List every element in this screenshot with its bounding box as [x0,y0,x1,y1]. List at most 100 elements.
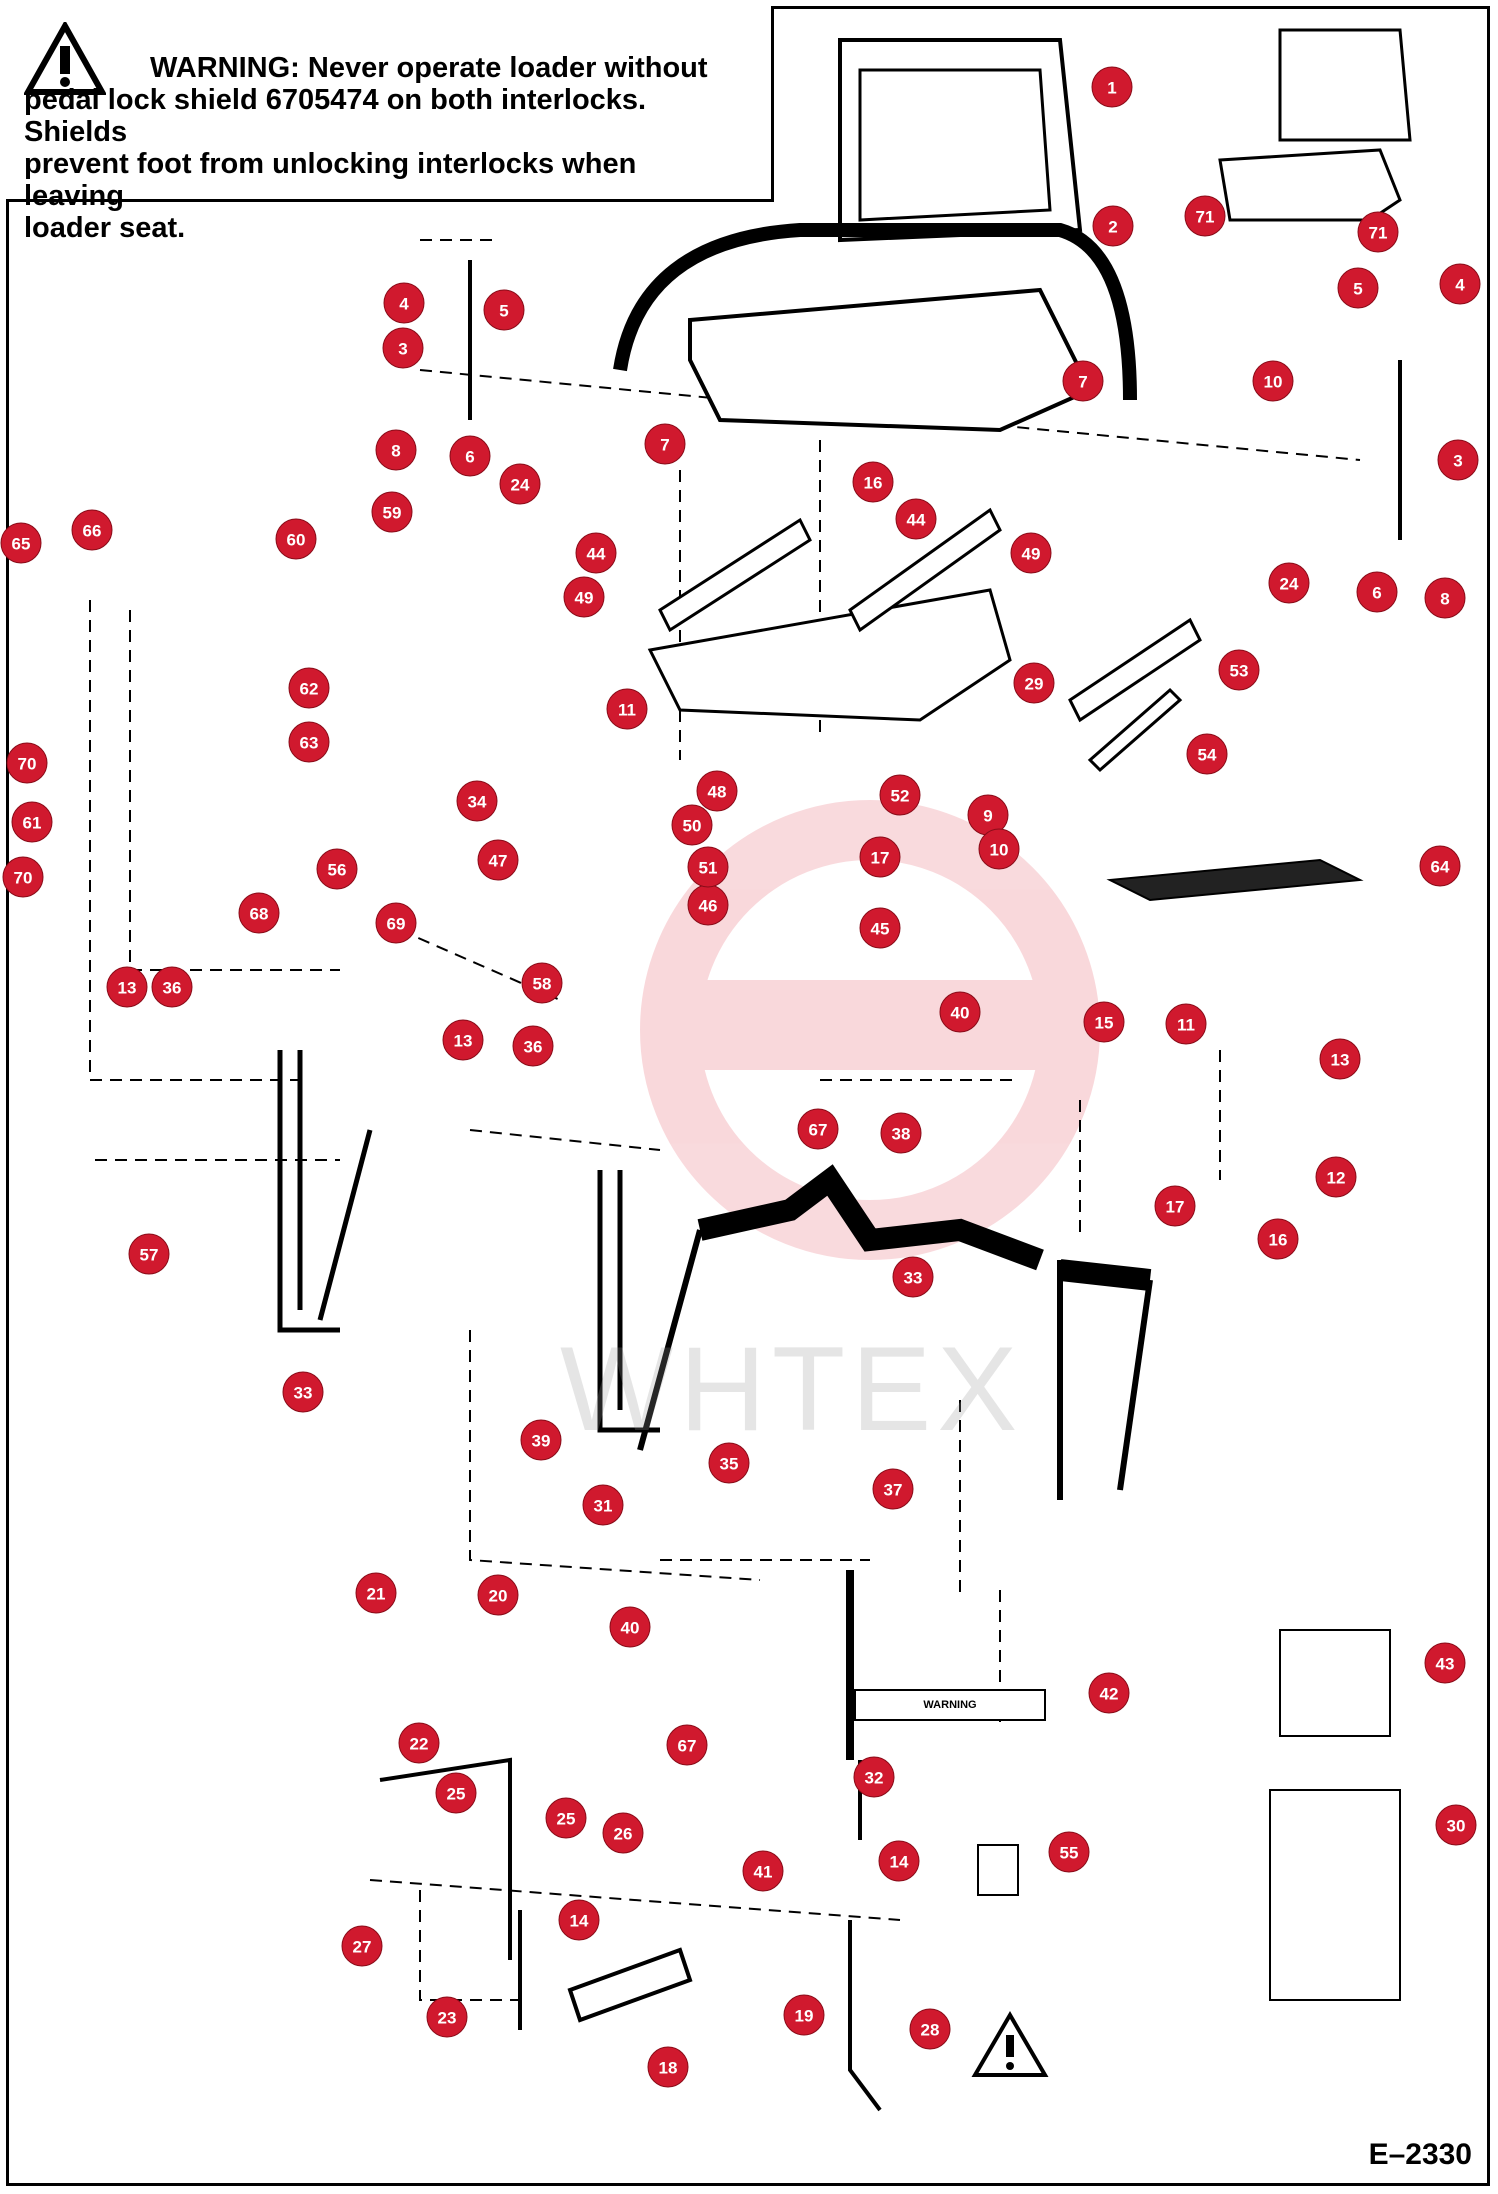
callout-29: 29 [1013,662,1055,704]
callout-label: 10 [990,841,1009,860]
callout-50: 50 [671,804,713,846]
callout-18: 18 [647,2046,689,2088]
callout-label: 25 [557,1810,576,1829]
callout-10: 10 [978,828,1020,870]
callout-11: 11 [1165,1003,1207,1045]
callout-label: 36 [163,979,182,998]
callout-label: 13 [454,1032,473,1051]
callout-label: 1 [1107,79,1116,98]
callout-14: 14 [878,1840,920,1882]
callout-23: 23 [426,1996,468,2038]
callout-label: 3 [398,340,407,359]
callout-label: 34 [468,793,487,812]
callout-label: 66 [83,522,102,541]
callout-36: 36 [512,1025,554,1067]
seat-small [1218,28,1412,222]
callout-label: 43 [1436,1655,1455,1674]
callout-label: 26 [614,1825,633,1844]
callout-16: 16 [852,461,894,503]
callout-4: 4 [383,282,425,324]
callout-28: 28 [909,2008,951,2050]
callout-label: 15 [1095,1014,1114,1033]
callout-label: 42 [1100,1685,1119,1704]
callout-label: 25 [447,1785,466,1804]
warning-heading: WARNING: [150,52,300,84]
callout-24: 24 [1268,562,1310,604]
callout-55: 55 [1048,1831,1090,1873]
callout-label: 39 [532,1432,551,1451]
callout-46: 46 [687,884,729,926]
callout-15: 15 [1083,1001,1125,1043]
callout-5: 5 [1337,267,1379,309]
callout-13: 13 [1319,1038,1361,1080]
warning-line-1: Never operate loader without [307,52,708,84]
warning-box: WARNING: Never operate loader without pe… [6,6,774,244]
callout-48: 48 [696,770,738,812]
callout-label: 69 [387,915,406,934]
callout-label: 48 [708,783,727,802]
callout-label: 50 [683,817,702,836]
callout-64: 64 [1419,845,1461,887]
decal-warning-label: WARNING [923,1699,976,1711]
callout-label: 57 [140,1246,159,1265]
callout-label: 11 [1177,1016,1195,1035]
callout-label: 62 [300,680,319,699]
callout-label: 68 [250,905,269,924]
callout-38: 38 [880,1112,922,1154]
callout-label: 52 [891,787,910,806]
callout-16: 16 [1257,1218,1299,1260]
callout-33: 33 [892,1256,934,1298]
callout-6: 6 [1356,571,1398,613]
callout-label: 44 [907,511,926,530]
callout-3: 3 [1437,439,1479,481]
callout-35: 35 [708,1442,750,1484]
callout-25: 25 [545,1797,587,1839]
callout-label: 40 [951,1004,970,1023]
callout-34: 34 [456,780,498,822]
warning-line-2: pedal lock shield 6705474 on both interl… [24,84,647,148]
callout-40: 40 [939,991,981,1033]
callout-31: 31 [582,1484,624,1526]
callout-label: 20 [489,1587,508,1606]
callout-11: 11 [606,688,648,730]
callout-label: 14 [570,1912,589,1931]
callout-label: 2 [1108,218,1117,237]
callout-label: 61 [23,814,42,833]
callout-10: 10 [1252,360,1294,402]
callout-label: 59 [383,504,402,523]
callout-label: 71 [1196,208,1215,227]
callout-7: 7 [644,423,686,465]
warning-triangle-bottom-icon [971,2011,1049,2077]
callout-39: 39 [520,1419,562,1461]
callout-14: 14 [558,1899,600,1941]
callout-label: 67 [809,1121,828,1140]
callout-label: 23 [438,2009,457,2028]
callout-45: 45 [859,907,901,949]
callout-8: 8 [1424,577,1466,619]
callout-21: 21 [355,1572,397,1614]
watermark-logo [640,800,1100,1260]
callout-label: 4 [399,295,409,314]
callout-36: 36 [151,966,193,1008]
callout-label: 54 [1198,746,1217,765]
callout-label: 28 [921,2021,940,2040]
callout-25: 25 [435,1772,477,1814]
callout-19: 19 [783,1994,825,2036]
callout-label: 51 [699,859,718,878]
callout-13: 13 [442,1019,484,1061]
callout-label: 19 [795,2007,814,2026]
callout-53: 53 [1218,649,1260,691]
callout-label: 3 [1453,452,1462,471]
callout-label: 53 [1230,662,1249,681]
callout-47: 47 [477,839,519,881]
warning-text: WARNING: Never operate loader without pe… [24,52,724,244]
callout-label: 31 [594,1497,613,1516]
callout-label: 33 [294,1384,313,1403]
callout-70: 70 [6,742,48,784]
callout-62: 62 [288,667,330,709]
callout-12: 12 [1315,1156,1357,1198]
callout-label: 70 [18,755,37,774]
callout-label: 67 [678,1737,697,1756]
callout-66: 66 [71,509,113,551]
callout-41: 41 [742,1850,784,1892]
